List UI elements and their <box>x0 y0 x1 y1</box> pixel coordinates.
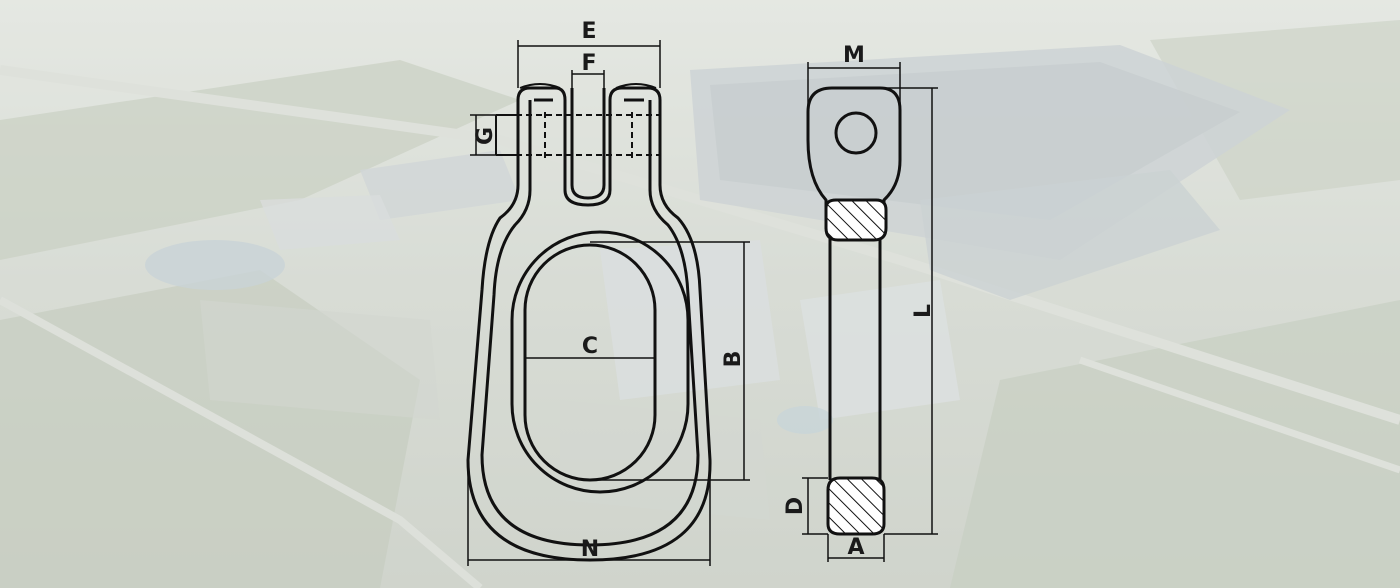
dim-label-e: E <box>581 19 596 44</box>
front-inner-contour <box>480 100 700 547</box>
field-patch <box>0 60 520 260</box>
section-upper <box>824 198 888 242</box>
dim-label-m: M <box>843 43 865 68</box>
dim-label-d: D <box>783 497 808 515</box>
eye-ring-outer <box>510 230 690 494</box>
factory-roof <box>920 170 1220 300</box>
center-slot <box>570 88 606 200</box>
dim-label-b: B <box>721 351 746 368</box>
field-patch <box>950 300 1400 588</box>
eye-opening <box>523 243 657 482</box>
section-lower <box>826 476 886 536</box>
side-eye-hole <box>834 111 878 155</box>
front-outer-contour <box>466 86 712 562</box>
building-roof <box>260 195 400 250</box>
side-dimensions: M L D A <box>783 43 938 562</box>
ear-left-top <box>519 83 561 89</box>
dim-label-l: L <box>911 304 936 318</box>
parking-lot <box>200 300 440 420</box>
side-view <box>806 86 902 536</box>
dim-label-f: F <box>581 51 596 76</box>
pond <box>777 406 833 434</box>
dim-label-g: G <box>473 127 498 145</box>
road <box>0 296 483 588</box>
front-dimensions: E F G C B N <box>467 19 750 566</box>
ear-right-top <box>615 83 657 89</box>
dim-label-c: C <box>582 334 598 359</box>
dim-label-a: A <box>847 535 864 560</box>
building-roof <box>360 150 520 220</box>
road <box>1078 356 1400 474</box>
pond <box>145 240 285 290</box>
front-view <box>466 83 712 562</box>
dim-label-n: N <box>581 537 599 562</box>
